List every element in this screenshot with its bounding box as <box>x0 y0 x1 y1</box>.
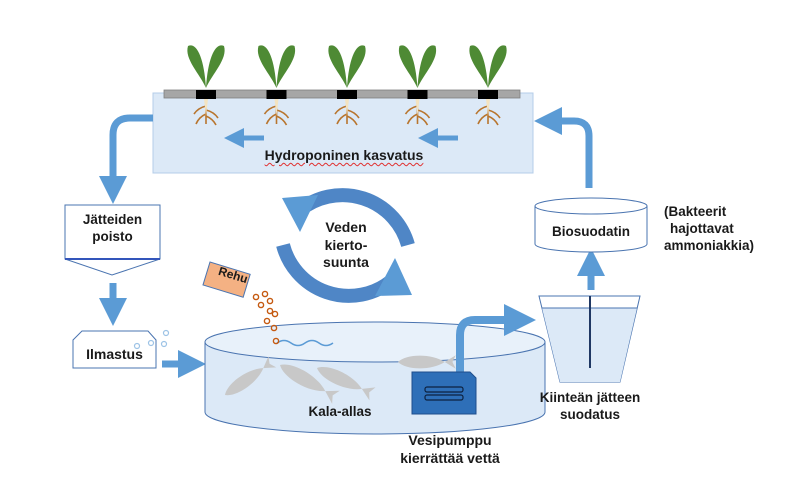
label-biofilter: Biosuodatin <box>552 224 630 239</box>
feed-pellet <box>263 317 271 325</box>
label-waste-removal: Jätteiden poisto <box>65 212 160 246</box>
plant-icon <box>398 45 437 126</box>
water-pump <box>411 304 536 415</box>
label-pump: Vesipumppu kierrättää vettä <box>380 432 520 467</box>
leaf-icon <box>187 45 206 88</box>
label-circulation-line3: suunta <box>323 254 369 270</box>
feed-pellet <box>261 290 269 298</box>
circulation-arrows <box>276 188 415 303</box>
label-pump-line1: Vesipumppu <box>408 432 492 448</box>
label-fish-tank: Kala-allas <box>308 404 372 419</box>
leaf-icon <box>206 45 225 88</box>
leaf-icon <box>347 45 366 88</box>
label-aeration: Ilmastus <box>86 346 143 362</box>
feed-pellet <box>257 301 265 309</box>
circulation-arrowhead <box>282 195 318 232</box>
leaf-icon <box>488 45 507 88</box>
plant-icon <box>469 45 507 126</box>
pump-pipe <box>456 304 536 378</box>
leaf-icon <box>276 45 296 88</box>
arrow-bed-to-waste <box>99 114 153 204</box>
bubble-icon <box>162 329 170 337</box>
feed-pellet <box>252 293 260 301</box>
feed-pellet <box>270 324 278 332</box>
plant-pot <box>196 90 216 99</box>
waste-removal-box <box>64 204 161 276</box>
label-bacteria-line3: ammoniakkia) <box>664 237 755 253</box>
bubble-icon <box>160 340 168 348</box>
plant-pot <box>478 90 498 99</box>
feed-pellet <box>266 297 274 305</box>
label-solid-filter-line1: Kiinteän jätteen <box>539 390 641 405</box>
water-wave <box>276 339 334 347</box>
label-bacteria-line2: hajottavat <box>670 220 734 236</box>
leaf-icon <box>328 45 347 88</box>
bubble-icon <box>133 342 141 350</box>
label-bacteria-line1: (Bakteerit <box>664 204 727 219</box>
feed-box <box>202 261 251 298</box>
feed-pellet <box>266 307 274 315</box>
feed-pellets <box>252 290 280 345</box>
feed-pellet <box>271 310 279 318</box>
solid-filter <box>538 295 641 383</box>
bubble-icon <box>147 339 155 347</box>
label-waste-removal-line2: poisto <box>92 228 133 244</box>
label-waste-removal-line1: Jätteiden <box>82 212 143 227</box>
plant-icon <box>257 45 296 126</box>
leaf-icon <box>257 45 277 88</box>
leaf-icon <box>469 45 488 88</box>
arrow-biofilter-to-bed <box>534 107 593 188</box>
label-circulation-line2: kierto- <box>324 236 368 253</box>
plant-pot <box>407 90 428 99</box>
label-bacteria: (Bakteerit hajottavat ammoniakkia) <box>664 204 804 255</box>
plants-group <box>187 45 507 126</box>
feed-pellet <box>272 337 280 345</box>
label-circulation: Veden kierto- suunta <box>306 219 386 272</box>
label-hydroponic: Hydroponinen kasvatus <box>264 147 424 163</box>
plant-icon <box>187 45 225 126</box>
plant-pot <box>337 90 357 99</box>
circulation-arrowhead <box>375 258 412 296</box>
plant-pot <box>266 90 287 99</box>
leaf-icon <box>417 45 437 88</box>
label-solid-filter-line2: suodatus <box>559 406 620 422</box>
biofilter <box>534 197 648 253</box>
leaf-icon <box>398 45 418 88</box>
plant-icon <box>328 45 366 126</box>
label-pump-line2: kierrättää vettä <box>400 449 500 466</box>
label-solid-filter: Kiinteän jätteen suodatus <box>525 390 655 424</box>
aeration-box <box>72 329 170 369</box>
label-circulation-line1: Veden <box>325 219 367 235</box>
